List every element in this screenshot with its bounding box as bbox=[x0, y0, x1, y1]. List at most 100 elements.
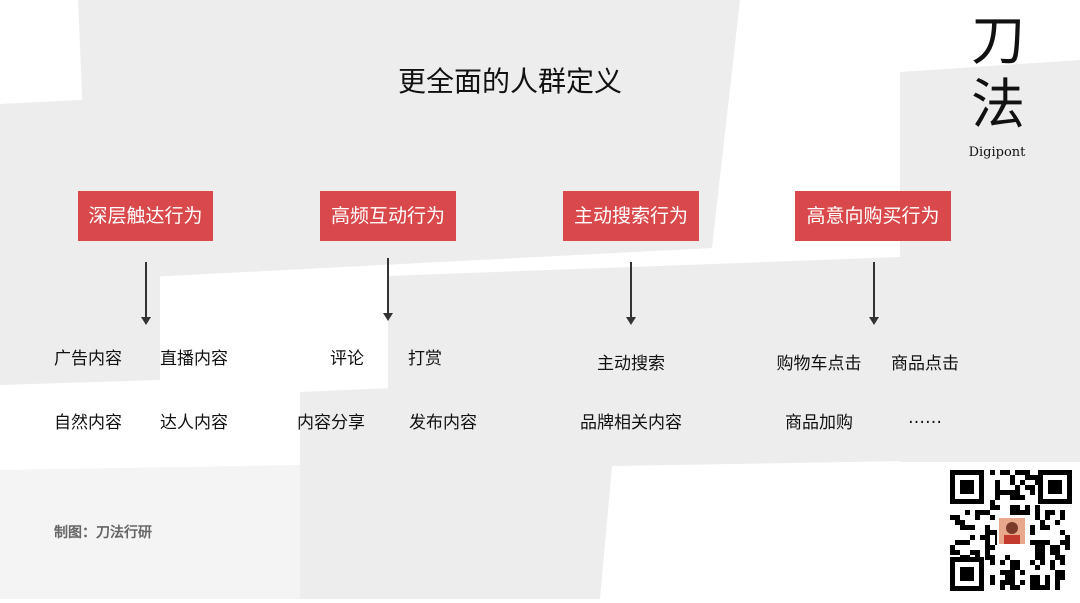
qr-module bbox=[995, 480, 1000, 485]
list-item: 打赏 bbox=[360, 344, 490, 369]
qr-module bbox=[990, 545, 995, 550]
qr-module bbox=[980, 535, 985, 540]
qr-module bbox=[1030, 580, 1035, 585]
qr-module bbox=[1005, 490, 1010, 495]
category-high-intent-purchase: 高意向购买行为 bbox=[795, 191, 951, 241]
qr-module bbox=[950, 550, 955, 555]
qr-module bbox=[1065, 535, 1070, 540]
qr-module bbox=[1010, 475, 1015, 480]
qr-module bbox=[1020, 470, 1025, 475]
qr-module bbox=[1045, 510, 1050, 515]
qr-module bbox=[1040, 585, 1045, 590]
qr-code bbox=[942, 462, 1080, 599]
qr-module bbox=[955, 540, 960, 545]
qr-module bbox=[990, 500, 995, 505]
list-item: …… bbox=[860, 408, 990, 428]
qr-module bbox=[1000, 570, 1005, 575]
qr-module bbox=[1010, 585, 1015, 590]
qr-module bbox=[1015, 485, 1020, 490]
qr-module bbox=[985, 535, 990, 540]
qr-module bbox=[1005, 555, 1010, 560]
qr-module bbox=[1045, 540, 1050, 545]
qr-module bbox=[970, 535, 975, 540]
qr-code-icon bbox=[942, 462, 1080, 599]
list-item: 发布内容 bbox=[378, 408, 508, 433]
qr-module bbox=[1040, 550, 1045, 555]
qr-module bbox=[1035, 505, 1040, 510]
qr-module bbox=[980, 510, 985, 515]
qr-module bbox=[1035, 475, 1040, 480]
qr-module bbox=[990, 555, 995, 560]
qr-module bbox=[985, 550, 990, 555]
qr-module bbox=[975, 515, 980, 520]
qr-module bbox=[1015, 565, 1020, 570]
qr-module bbox=[960, 525, 965, 530]
qr-module bbox=[975, 550, 980, 555]
qr-module bbox=[1010, 480, 1015, 485]
qr-module bbox=[1020, 570, 1025, 575]
qr-module bbox=[965, 555, 970, 560]
qr-module bbox=[990, 530, 995, 535]
qr-module bbox=[1040, 520, 1045, 525]
qr-module bbox=[1010, 570, 1015, 575]
arrow-down-icon bbox=[873, 262, 875, 318]
qr-module bbox=[995, 505, 1000, 510]
qr-module bbox=[1015, 560, 1020, 565]
qr-module bbox=[1015, 470, 1020, 475]
qr-module bbox=[1055, 545, 1060, 550]
qr-module bbox=[1050, 550, 1055, 555]
qr-module bbox=[1005, 570, 1010, 575]
qr-module bbox=[960, 520, 965, 525]
list-item: 内容分享 bbox=[266, 408, 396, 433]
qr-module bbox=[960, 555, 965, 560]
qr-module bbox=[975, 510, 980, 515]
qr-module bbox=[1025, 475, 1030, 480]
qr-module bbox=[990, 505, 995, 510]
qr-module bbox=[1055, 550, 1060, 555]
qr-module bbox=[1000, 490, 1005, 495]
qr-module bbox=[1010, 495, 1015, 500]
qr-module bbox=[1055, 575, 1060, 580]
qr-module bbox=[1050, 545, 1055, 550]
qr-module bbox=[1015, 510, 1020, 515]
category-high-frequency-interaction: 高频互动行为 bbox=[320, 191, 456, 241]
qr-module bbox=[1010, 575, 1015, 580]
qr-module bbox=[1030, 475, 1035, 480]
qr-module bbox=[1035, 550, 1040, 555]
qr-module bbox=[990, 575, 995, 580]
qr-module bbox=[970, 525, 975, 530]
qr-module bbox=[1020, 510, 1025, 515]
category-deep-reach: 深层触达行为 bbox=[78, 191, 213, 241]
qr-module bbox=[985, 555, 990, 560]
qr-module bbox=[1020, 495, 1025, 500]
qr-module bbox=[1060, 560, 1065, 565]
qr-module bbox=[1055, 555, 1060, 560]
qr-module bbox=[965, 525, 970, 530]
qr-module bbox=[1030, 540, 1035, 545]
qr-module bbox=[1010, 490, 1015, 495]
qr-module bbox=[1020, 480, 1025, 485]
qr-module bbox=[985, 540, 990, 545]
qr-module bbox=[1010, 580, 1015, 585]
qr-module bbox=[990, 580, 995, 585]
logo-char-1: 刀 bbox=[966, 14, 1030, 68]
qr-module bbox=[950, 545, 955, 550]
qr-module bbox=[1050, 560, 1055, 565]
qr-module bbox=[1010, 505, 1015, 510]
qr-module bbox=[965, 540, 970, 545]
qr-module bbox=[1065, 540, 1070, 545]
qr-module bbox=[960, 540, 965, 545]
qr-module bbox=[1000, 580, 1005, 585]
qr-module bbox=[1035, 510, 1040, 515]
qr-module bbox=[1015, 490, 1020, 495]
qr-module bbox=[1060, 510, 1065, 515]
qr-module bbox=[950, 515, 955, 520]
qr-module bbox=[955, 520, 960, 525]
qr-module bbox=[1000, 560, 1005, 565]
qr-module bbox=[1055, 570, 1060, 575]
list-item: 达人内容 bbox=[129, 408, 259, 433]
qr-module bbox=[1045, 575, 1050, 580]
arrow-down-icon bbox=[387, 258, 389, 314]
qr-module bbox=[1030, 560, 1035, 565]
qr-module bbox=[970, 550, 975, 555]
